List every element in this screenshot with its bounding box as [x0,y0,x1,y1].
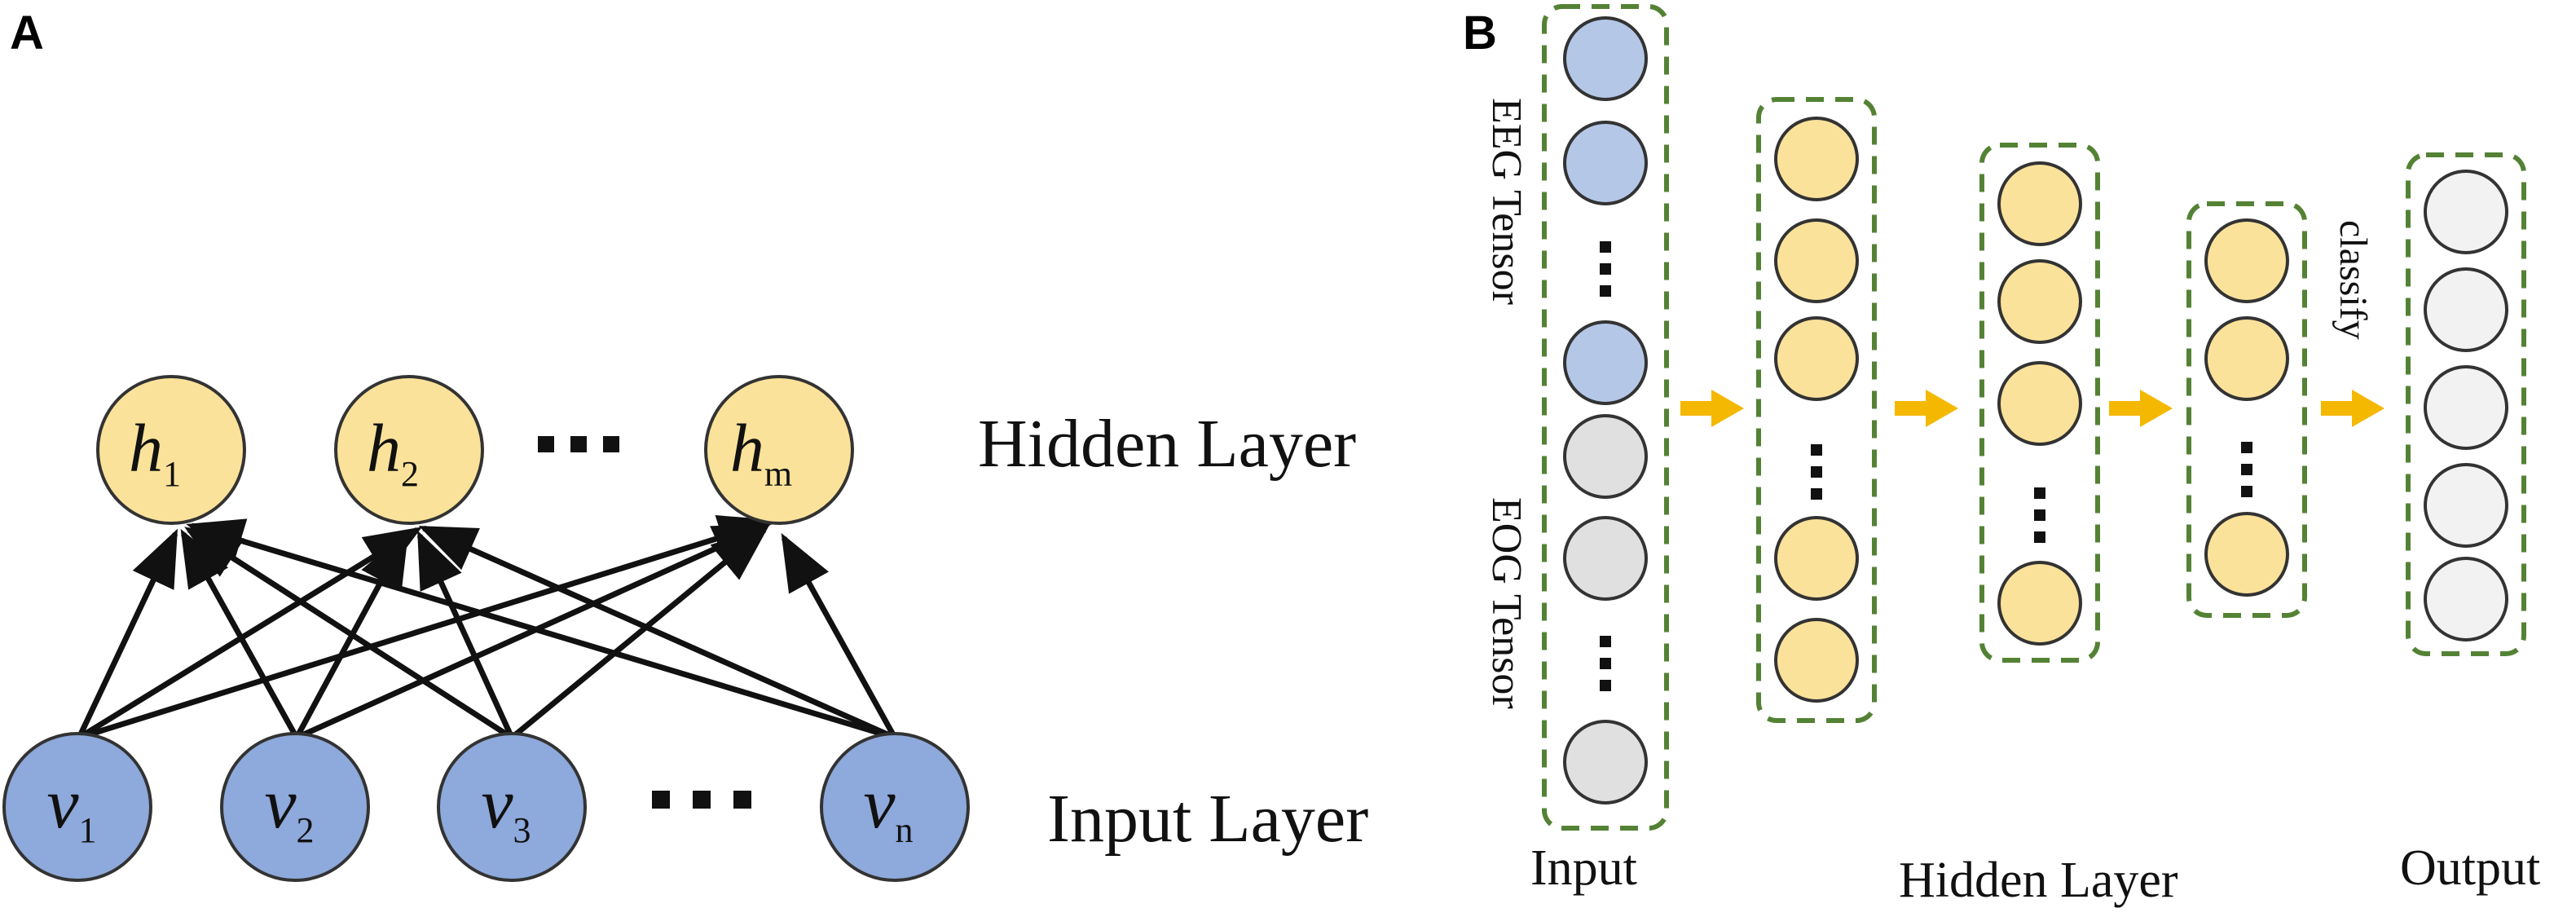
input-node-v2: v2 [220,732,370,882]
hidden-column-1-box [1756,97,1877,723]
output-node [2424,557,2508,641]
hidden-column-3-ellipsis [2241,442,2252,497]
flow-arrow-3 [2109,390,2173,427]
hidden-column-3 [2186,201,2307,618]
input-node-v1-sub: 1 [79,810,97,850]
input-ellipsis [652,791,751,809]
output-column-box [2406,152,2526,656]
input-column-label: Input [1530,840,1637,896]
input-node-v3-sub: 3 [513,810,531,850]
hidden-nodes: h1 h2 hm [96,375,854,525]
edge-vn-h1 [186,518,896,741]
eeg-tensor-label: EEG Tensor [1483,98,1530,305]
output-column [2406,152,2526,656]
hidden-node-h1-sub: 1 [163,454,181,494]
hidden-node [1774,516,1859,601]
hidden-node [2204,512,2289,597]
panel-b-label: B [1463,7,1497,60]
input-node-v3-base: v [481,765,513,844]
hidden-node [1774,316,1859,401]
input-layer-label: Input Layer [1047,781,1368,857]
hidden-layer-column-label: Hidden Layer [1899,853,2178,908]
hidden-node-h2: h2 [334,375,484,525]
edge-v3-h1 [184,527,513,740]
input-nodes: v1 v2 v3 vn [2,732,970,882]
hidden-node [1774,618,1859,703]
classify-arrow [2321,390,2384,427]
edge-vn-h2 [418,525,896,741]
edge-vn-hm [781,532,898,739]
panel-a-label: A [10,7,44,60]
input-node-v1: v1 [2,732,152,882]
hidden-layer-label: Hidden Layer [978,406,1356,482]
hidden-node [1997,561,2082,646]
hidden-node [1997,361,2082,446]
hidden-node-h1: h1 [96,375,246,525]
flow-arrow-2 [1895,390,1958,427]
input-node-v2-sub: 2 [297,810,315,850]
eog-node [1563,720,1648,805]
eog-ellipsis [1600,636,1611,691]
input-node-v2-base: v [264,765,297,844]
hidden-node [1774,117,1859,201]
svg-text:v2: v2 [264,765,314,850]
hidden-column-1-ellipsis [1811,444,1822,500]
eeg-node [1563,121,1648,205]
eeg-node [1563,16,1648,101]
output-column-label: Output [2400,840,2540,896]
svg-text:hm: hm [730,411,792,494]
edge-v2-hm [295,522,772,741]
input-node-v3: v3 [437,732,587,882]
output-node [2424,267,2508,352]
output-node [2424,365,2508,450]
edge-v1-hm [77,515,777,741]
output-node [2424,170,2508,254]
svg-text:vn: vn [863,765,913,850]
classify-label: classify [2332,220,2375,340]
eeg-ellipsis [1600,241,1611,297]
edge-v1-h1 [76,528,178,739]
flow-arrow-1 [1680,390,1744,427]
svg-text:v3: v3 [481,765,531,850]
hidden-column-1 [1756,97,1877,723]
svg-text:h2: h2 [367,411,419,494]
input-node-vn-sub: n [896,810,914,850]
svg-text:h1: h1 [129,411,181,494]
input-column [1542,4,1669,831]
input-node-vn-base: v [863,765,896,844]
hidden-node [2204,316,2289,401]
eog-tensor-label: EOG Tensor [1483,497,1530,709]
input-node-v1-base: v [46,765,79,844]
eog-node [1563,516,1648,601]
hidden-column-2-ellipsis [2034,487,2045,543]
hidden-column-2 [1979,143,2100,663]
rbm-connections [76,515,898,741]
output-node [2424,463,2508,548]
eog-node [1563,414,1648,499]
eeg-node [1563,320,1648,405]
hidden-node [2204,218,2289,303]
hidden-node-hm-base: h [730,411,764,487]
edge-v3-hm [509,526,769,740]
hidden-node-hm-sub: m [764,454,792,494]
hidden-column-3-box [2186,201,2307,618]
edge-v1-h2 [77,527,422,740]
input-node-vn: vn [820,732,970,882]
hidden-node [1997,259,2082,344]
hidden-node [1997,161,2082,246]
hidden-ellipsis [538,436,619,452]
input-column-box [1542,4,1669,831]
hidden-node [1774,218,1859,303]
hidden-node-h1-base: h [129,411,163,487]
hidden-node-hm: hm [704,375,854,525]
hidden-node-h2-sub: 2 [401,454,419,494]
hidden-node-h2-base: h [367,411,401,487]
svg-text:v1: v1 [46,765,96,850]
hidden-column-2-box [1979,143,2100,663]
